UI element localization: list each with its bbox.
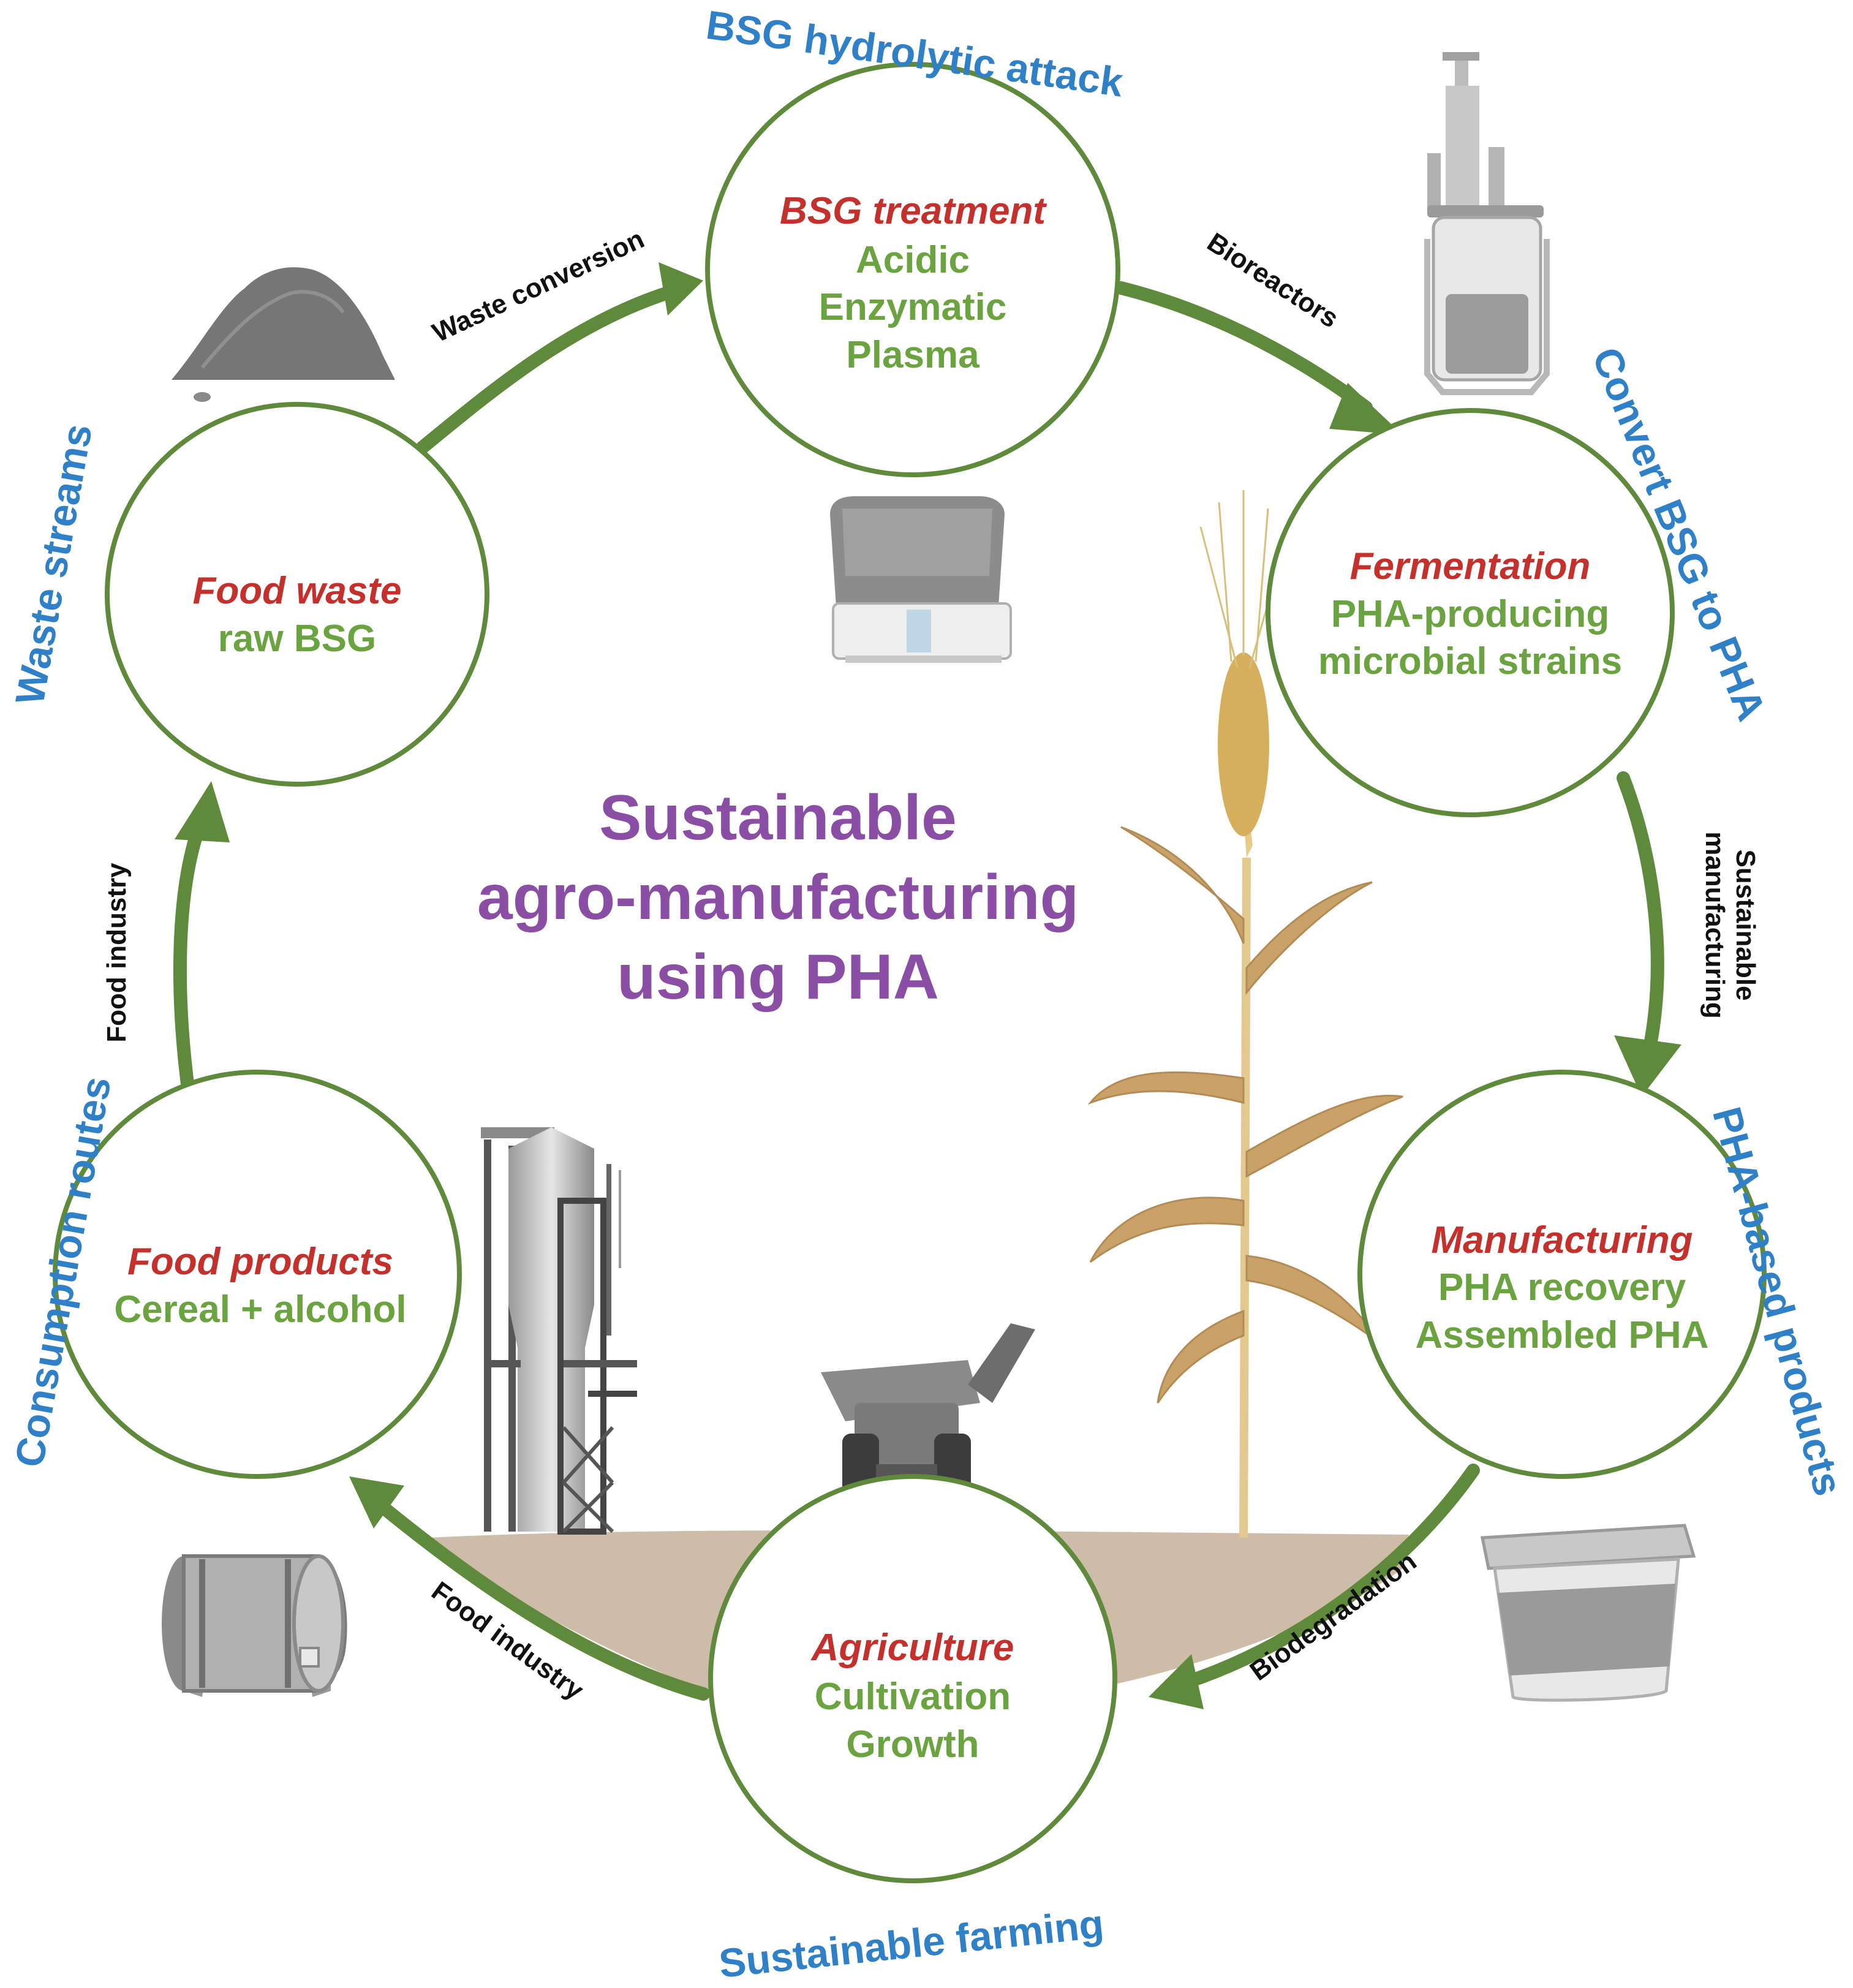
node-agriculture: Agriculture Cultivation Growth: [810, 1627, 1014, 1766]
node-title: Manufacturing: [1431, 1219, 1693, 1261]
node-line: Cereal + alcohol: [114, 1288, 406, 1331]
node-food-waste: Food waste raw BSG: [192, 570, 401, 660]
node-line: Plasma: [846, 334, 979, 376]
node-title: Food waste: [192, 570, 401, 612]
center-title-line: using PHA: [617, 942, 939, 1013]
arrow-treatment-to-fermentation: [1114, 281, 1373, 414]
node-line: PHA-producing: [1331, 593, 1610, 635]
node-bsg-treatment-circle: [705, 62, 1120, 477]
arrowhead-waste: [175, 781, 230, 842]
arrow-heads: [175, 262, 1681, 1709]
silo-tower-icon: [481, 1127, 637, 1535]
cycle-arrows: [173, 281, 1664, 1701]
arrow-products-to-waste: [173, 820, 206, 1100]
node-line: Growth: [847, 1723, 979, 1766]
arrow-manufacturing-to-agriculture: [1182, 1464, 1480, 1688]
node-title: BSG treatment: [780, 190, 1047, 232]
stage-label-upper-left: Waste streams: [7, 420, 100, 708]
node-circles: [53, 62, 1767, 1883]
arrow-label-sustainable-manufacturing-line2: manufacturing: [1700, 831, 1730, 1019]
node-line: Enzymatic: [819, 286, 1007, 328]
arrow-label-sustainable-manufacturing-line1: Sustainable: [1730, 850, 1761, 1001]
node-line: microbial strains: [1318, 640, 1622, 682]
arrow-fermentation-to-manufacturing: [1617, 771, 1664, 1048]
arrow-waste-to-treatment: [416, 286, 674, 454]
center-title: Sustainable agro-manufacturing using PHA: [477, 782, 1079, 1013]
container-cup-icon: [1480, 1524, 1696, 1702]
lab-instrument-icon: [830, 496, 1012, 663]
node-fermentation-circle: [1266, 408, 1675, 817]
node-manufacturing: Manufacturing PHA recovery Assembled PHA: [1416, 1219, 1709, 1356]
bsg-pile-icon: [172, 267, 395, 402]
node-title: Agriculture: [810, 1627, 1014, 1669]
stage-label-bottom: Sustainable farming: [717, 1900, 1106, 1986]
arrow-label-food-industry-left: Food industry: [102, 863, 132, 1043]
node-title: Food products: [127, 1241, 393, 1283]
node-food-products: Food products Cereal + alcohol: [114, 1241, 406, 1331]
node-agriculture-circle: [708, 1474, 1117, 1883]
barrel-icon: [162, 1554, 347, 1697]
node-manufacturing-circle: [1357, 1070, 1767, 1479]
arrowhead-treatment: [659, 262, 703, 316]
node-bsg-treatment: BSG treatment Acidic Enzymatic Plasma: [780, 190, 1047, 376]
node-line: Cultivation: [815, 1676, 1011, 1718]
node-line: PHA recovery: [1438, 1266, 1686, 1309]
node-fermentation: Fermentation PHA-producing microbial str…: [1318, 545, 1622, 682]
arrowhead-manufacturing: [1614, 1035, 1681, 1097]
node-food-waste-circle: [105, 402, 489, 787]
node-line: Assembled PHA: [1416, 1314, 1709, 1356]
node-food-products-circle: [53, 1070, 462, 1479]
center-title-line: agro-manufacturing: [477, 862, 1079, 933]
node-line: raw BSG: [218, 618, 376, 660]
arrowhead-fermentation: [1329, 383, 1403, 435]
arrow-label-waste-conversion: Waste conversion: [428, 224, 649, 348]
node-line: Acidic: [856, 239, 970, 281]
center-title-line: Sustainable: [599, 782, 957, 853]
wheat-plant-icon: [1087, 490, 1403, 1538]
bioreactor-icon: [1424, 52, 1550, 395]
arrowhead-agriculture: [1149, 1654, 1204, 1709]
arrow-agriculture-to-products: [376, 1500, 710, 1701]
node-title: Fermentation: [1350, 545, 1591, 588]
arrowhead-products: [349, 1476, 404, 1529]
